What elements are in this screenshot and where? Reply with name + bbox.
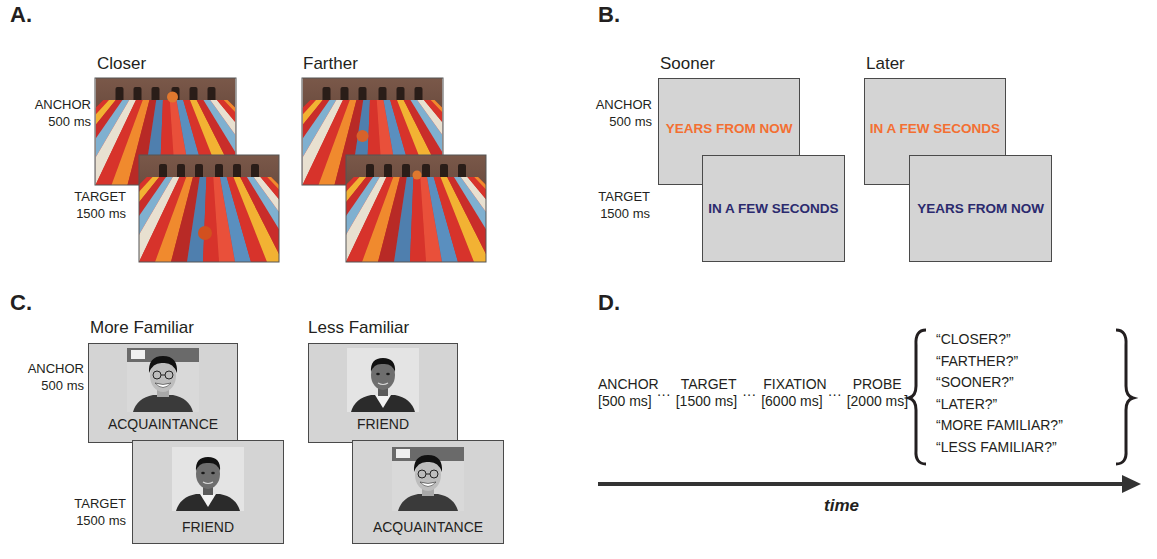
probe-question: “SOONER?” — [936, 374, 1014, 390]
face-photo — [127, 348, 199, 412]
condition-title: Less Familiar — [308, 318, 409, 338]
trial-sequence-text: ANCHOR — [598, 376, 659, 392]
trial-sequence-text: [2000 ms] — [847, 393, 908, 409]
panel-letter: A. — [10, 2, 32, 27]
anchor-screen: FRIEND — [308, 343, 458, 443]
trial-sequence-text: [6000 ms] — [761, 393, 822, 409]
screen-text: FRIEND — [133, 519, 283, 535]
probe-question: “LESS FAMILIAR?” — [936, 439, 1057, 455]
condition-title: Closer — [97, 54, 146, 74]
anchor-screen: ACQUAINTANCE — [88, 343, 238, 443]
condition-title: Later — [866, 54, 905, 74]
trial-sequence-text: ··· — [828, 386, 842, 402]
screen-text: ACQUAINTANCE — [353, 519, 503, 535]
target-screen: IN A FEW SECONDS — [702, 155, 845, 262]
timing-label: TARGET — [74, 190, 126, 205]
scene-closer-anchor — [0, 38, 576, 185]
time-axis — [598, 482, 1126, 486]
face-photo — [392, 447, 464, 511]
panel-letter: C. — [10, 290, 32, 315]
panel-letter: B. — [598, 2, 620, 27]
condition-title: More Familiar — [90, 318, 194, 338]
time-arrowhead — [1122, 475, 1141, 493]
timing-label: ANCHOR — [596, 98, 652, 113]
probe-question: “LATER?” — [936, 396, 997, 412]
trial-sequence-text: [500 ms] — [598, 393, 652, 409]
timing-label: TARGET — [598, 190, 650, 205]
right-brace — [1116, 330, 1133, 464]
screen-text: ACQUAINTANCE — [89, 416, 237, 432]
target-screen: YEARS FROM NOW — [909, 155, 1052, 262]
timing-label: ANCHOR — [28, 362, 84, 377]
target-screen: ACQUAINTANCE — [352, 440, 504, 544]
timing-label: TARGET — [74, 497, 126, 512]
condition-title: Farther — [303, 54, 358, 74]
screen-text: FRIEND — [309, 416, 457, 432]
trial-sequence-text: PROBE — [853, 376, 902, 392]
timing-label: 1500 ms — [76, 514, 126, 529]
trial-sequence-text: ··· — [657, 386, 671, 402]
face-photo — [172, 447, 244, 511]
probe-question: “FARTHER?” — [936, 353, 1018, 369]
screen-text: YEARS FROM NOW — [910, 201, 1051, 217]
probe-question: “CLOSER?” — [936, 331, 1011, 347]
screen-text: IN A FEW SECONDS — [865, 121, 1005, 137]
trial-sequence-text: FIXATION — [763, 376, 827, 392]
panel-letter: D. — [598, 290, 620, 315]
screen-text: IN A FEW SECONDS — [703, 201, 844, 217]
left-brace — [909, 330, 926, 464]
face-photo — [347, 348, 419, 412]
screen-text: YEARS FROM NOW — [659, 121, 799, 137]
timing-label: ANCHOR — [35, 98, 91, 113]
trial-sequence-text: ··· — [742, 386, 756, 402]
trial-sequence-text: [1500 ms] — [676, 393, 737, 409]
timing-label: 1500 ms — [600, 207, 650, 222]
probe-question: “MORE FAMILIAR?” — [936, 417, 1063, 433]
target-screen: FRIEND — [132, 440, 284, 544]
timing-label: 500 ms — [41, 379, 84, 394]
axis-label: time — [824, 496, 859, 516]
trial-sequence-text: TARGET — [681, 376, 737, 392]
timing-label: 500 ms — [48, 115, 91, 130]
timing-label: 500 ms — [609, 115, 652, 130]
condition-title: Sooner — [660, 54, 715, 74]
timing-label: 1500 ms — [76, 207, 126, 222]
